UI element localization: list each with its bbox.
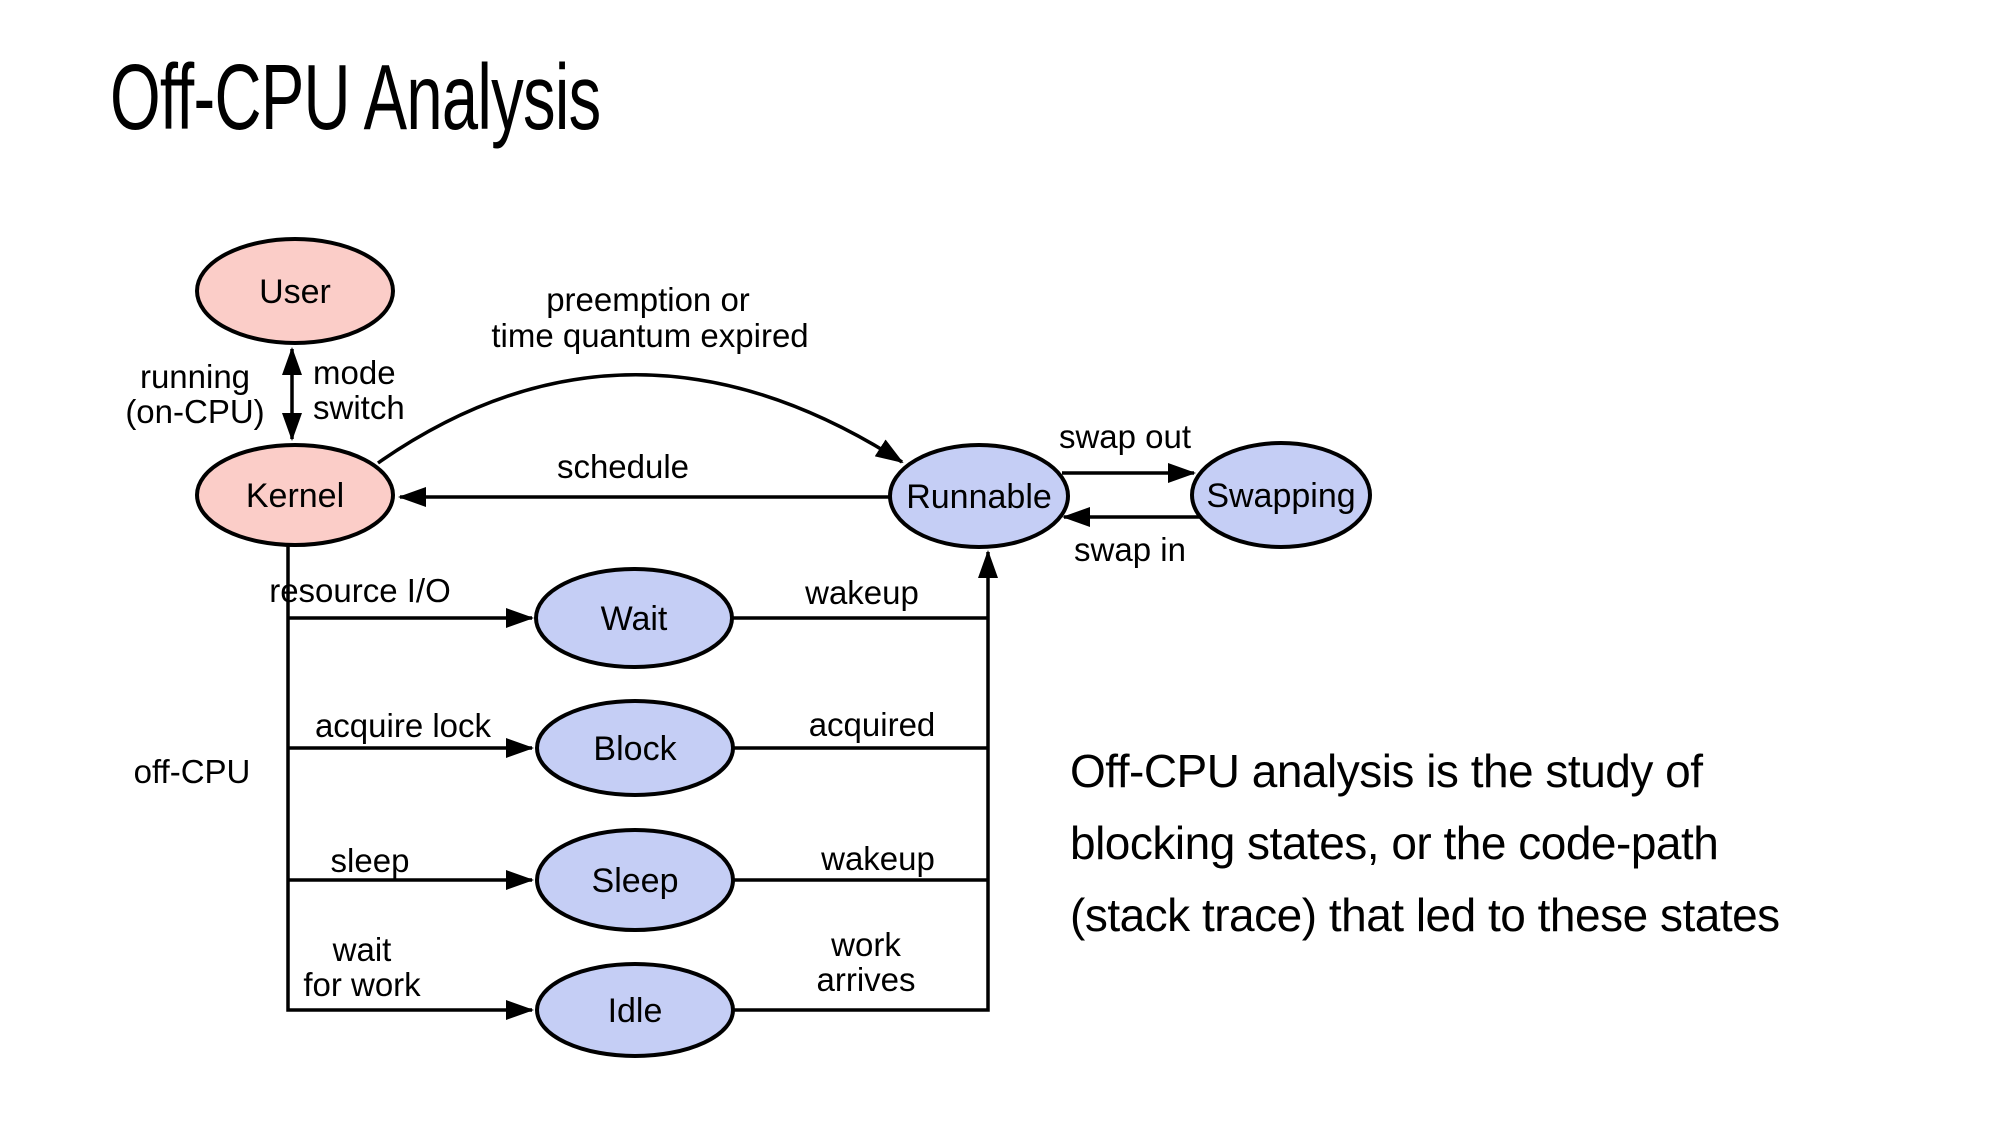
node-kernel-ellipse (195, 443, 395, 547)
page-title: Off-CPU Analysis (110, 45, 601, 149)
edge-preemption-curve (376, 373, 904, 465)
node-kernel-label: Kernel (246, 477, 344, 515)
label-preemption-line1: preemption or (546, 281, 750, 318)
edge-offcpu-spine-and-idle-branch (286, 545, 534, 1020)
description-line-1: Off-CPU analysis is the study of (1070, 745, 1703, 797)
label-off-cpu: off-CPU (134, 753, 251, 790)
edge-work-arrives-and-runnable-spine (733, 550, 998, 1012)
node-runnable-label: Runnable (906, 478, 1052, 516)
label-swap-out: swap out (1059, 418, 1191, 455)
node-sleep-label: Sleep (592, 862, 679, 900)
label-work-arrives-line1: work (830, 926, 901, 963)
label-wait-for-work-line1: wait (332, 931, 392, 968)
label-swap-in: swap in (1074, 531, 1186, 568)
label-acquire-lock: acquire lock (315, 707, 492, 744)
node-idle-ellipse (535, 962, 735, 1058)
node-block-ellipse (535, 699, 735, 797)
label-running-line2: (on-CPU) (125, 393, 264, 430)
label-mode-switch-line2: switch (313, 389, 405, 426)
label-preemption-line2: time quantum expired (491, 317, 808, 354)
node-swapping-ellipse (1190, 441, 1372, 549)
label-sleep: sleep (331, 842, 410, 879)
node-wait-ellipse (534, 567, 734, 669)
description-line-2: blocking states, or the code-path (1070, 817, 1719, 869)
label-wait-for-work-line2: for work (303, 966, 421, 1003)
label-wakeup-sleep: wakeup (820, 840, 935, 877)
node-swapping-label: Swapping (1206, 477, 1355, 515)
description-text: Off-CPU analysis is the study of blockin… (1070, 735, 1780, 951)
label-schedule: schedule (557, 448, 689, 485)
node-idle-label: Idle (608, 992, 663, 1030)
label-wakeup-wait: wakeup (804, 574, 919, 611)
node-runnable-ellipse (888, 443, 1070, 549)
node-sleep-ellipse (535, 828, 735, 932)
description-line-3: (stack trace) that led to these states (1070, 889, 1780, 941)
label-resource-io: resource I/O (269, 572, 451, 609)
node-wait-label: Wait (601, 600, 668, 638)
node-block-label: Block (593, 730, 677, 768)
label-work-arrives-line2: arrives (816, 961, 915, 998)
node-user-ellipse (195, 237, 395, 345)
label-running-line1: running (140, 358, 250, 395)
label-acquired: acquired (809, 706, 936, 743)
node-user-label: User (259, 273, 331, 311)
label-mode-switch-line1: mode (313, 354, 396, 391)
